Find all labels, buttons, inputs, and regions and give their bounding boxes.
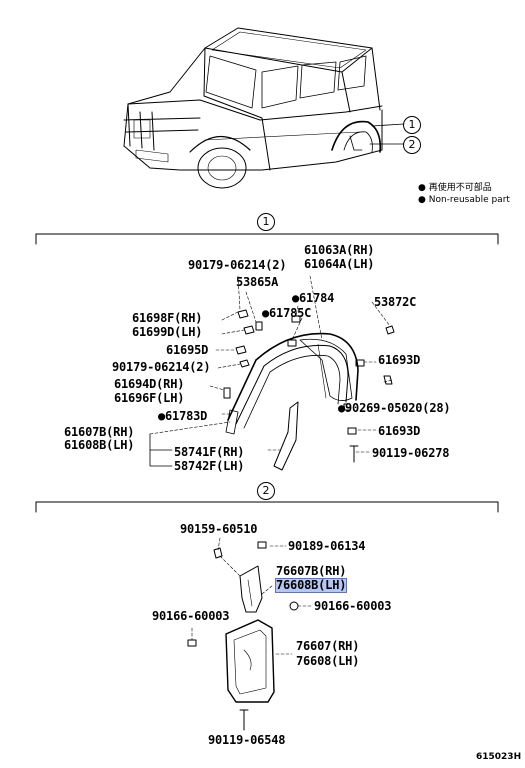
part-label[interactable]: ●61785C	[262, 306, 312, 320]
legend-non-reusable-en: ● Non-reusable part	[418, 195, 510, 205]
callout-2: 2	[403, 136, 421, 154]
part-label[interactable]: 61695D	[166, 343, 209, 357]
sheet-code: 615023H	[476, 752, 522, 762]
part-label[interactable]: 90189-06134	[288, 539, 366, 553]
part-label[interactable]: 90166-60003	[152, 609, 230, 623]
part-label[interactable]: ●90269-05020(28)	[338, 401, 451, 415]
part-label[interactable]: ●61784	[292, 291, 335, 305]
vehicle-illustration	[123, 27, 405, 189]
part-label[interactable]: 90119-06278	[372, 446, 450, 460]
part-label[interactable]: 53872C	[374, 295, 417, 309]
part-label[interactable]: 90179-06214(2)	[188, 258, 287, 272]
part-label[interactable]: 90159-60510	[180, 522, 258, 536]
part-label[interactable]: ●61783D	[158, 409, 208, 423]
part-label[interactable]: 61694D(RH)	[114, 377, 185, 391]
part-label[interactable]: 58741F(RH)	[174, 445, 245, 459]
mudguard-art	[187, 537, 313, 731]
part-label[interactable]: 61696F(LH)	[114, 391, 185, 405]
part-label[interactable]: 61607B(RH)	[64, 425, 135, 439]
part-label-selected[interactable]: 76608B(LH)	[274, 578, 348, 593]
part-label[interactable]: 90179-06214(2)	[112, 360, 211, 374]
part-label[interactable]: 76608(LH)	[296, 654, 360, 668]
part-label[interactable]: 76607(RH)	[296, 639, 360, 653]
part-label[interactable]: 76607B(RH)	[276, 564, 347, 578]
part-label[interactable]: 61693D	[378, 353, 421, 367]
part-label[interactable]: 61064A(LH)	[304, 257, 375, 271]
part-label[interactable]: 61699D(LH)	[132, 325, 203, 339]
fender-flare-art	[149, 275, 395, 471]
part-label[interactable]: 61608B(LH)	[64, 438, 135, 452]
part-label[interactable]: 61698F(RH)	[132, 311, 203, 325]
section-1-marker: 1	[257, 213, 275, 231]
part-label[interactable]: 90119-06548	[208, 733, 286, 747]
part-label[interactable]: 61063A(RH)	[304, 243, 375, 257]
part-label[interactable]: 53865A	[236, 275, 279, 289]
part-label[interactable]: 61693D	[378, 424, 421, 438]
callout-1: 1	[403, 116, 421, 134]
legend-non-reusable-jp: ● 再使用不可部品	[418, 183, 492, 193]
section-2-marker: 2	[257, 482, 275, 500]
part-label[interactable]: 58742F(LH)	[174, 459, 245, 473]
part-label[interactable]: 90166-60003	[314, 599, 392, 613]
